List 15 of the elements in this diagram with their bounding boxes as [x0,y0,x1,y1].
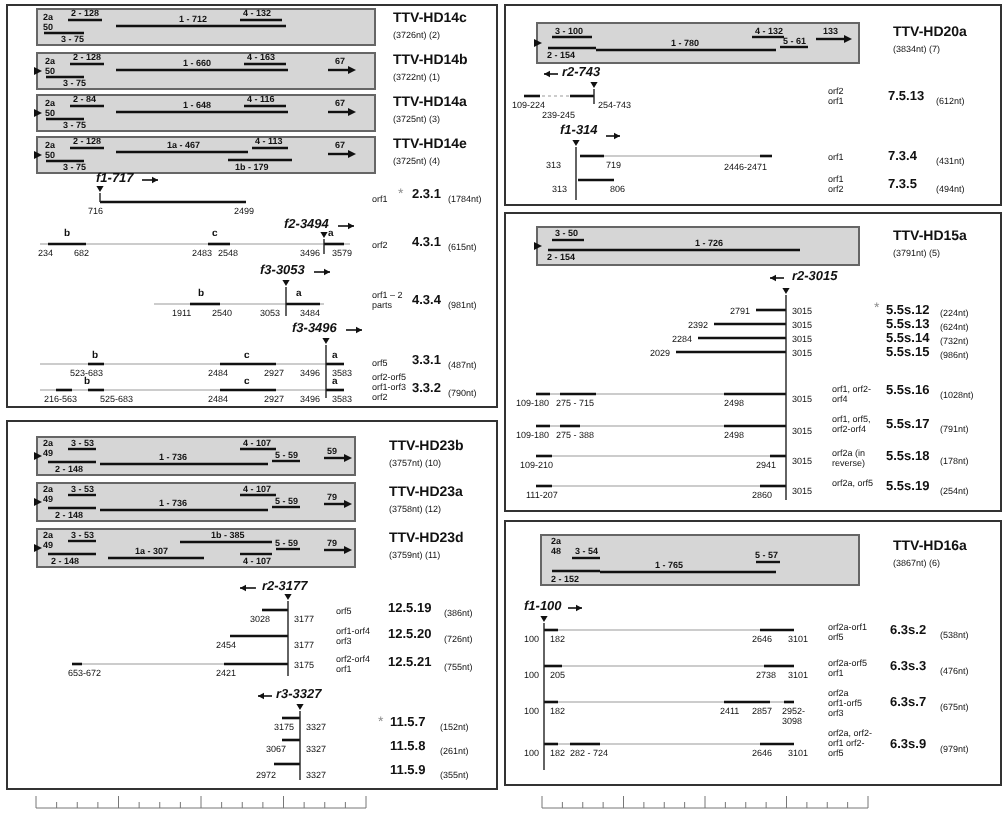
genome-map-box [535,21,859,63]
genome-map-box [35,527,355,567]
panel-frame [504,4,1002,206]
genome-map-box [535,225,859,265]
genome-map-box [35,435,355,475]
genome-map-box [35,481,355,521]
genome-map-box [35,135,375,173]
genome-map-box [35,51,375,89]
genome-map-box [35,7,375,45]
panel-frame [6,4,498,408]
panel-frame [504,212,1002,512]
panel-frame [504,520,1002,786]
panel-frame [6,420,498,790]
genome-map-box [35,93,375,131]
genome-map-box [539,533,859,585]
